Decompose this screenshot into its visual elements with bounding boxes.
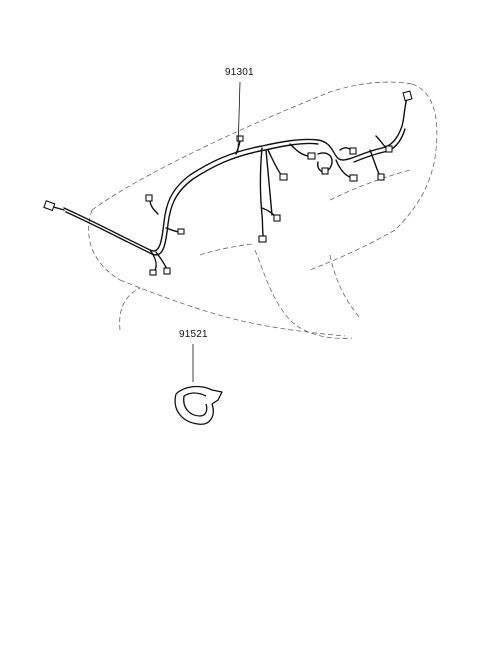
dashboard-top-edge — [91, 81, 413, 211]
harness-center-drop — [259, 147, 265, 241]
connector-loop — [321, 167, 329, 175]
connectors — [43, 90, 413, 276]
connector-right-c — [349, 174, 358, 182]
connector-right-d — [385, 145, 393, 153]
dashboard-outline — [88, 81, 438, 339]
connector-left-c — [177, 228, 185, 235]
harness-right-run — [351, 95, 409, 159]
connector-center-b — [273, 214, 281, 222]
connector-left-b — [163, 267, 171, 275]
callout-91521: 91521 — [179, 329, 208, 340]
harness-upper-branch — [289, 143, 311, 157]
harness-right-run-parallel — [353, 128, 406, 163]
connector-left-d — [145, 194, 153, 202]
console-outline — [254, 249, 353, 339]
band-clip — [174, 385, 223, 425]
harness-center-branch — [267, 149, 283, 177]
connector-right-end — [402, 90, 413, 102]
dashboard-left-edge — [88, 209, 121, 281]
harness-left-branch-d — [149, 199, 159, 215]
band-clip-outer — [174, 393, 214, 425]
leader-lines — [192, 81, 241, 382]
wiring-harness — [49, 95, 409, 273]
callout-91301: 91301 — [225, 67, 254, 78]
lower-panel-edge — [119, 287, 141, 331]
connector-right-a — [349, 147, 357, 155]
connector-center-a — [258, 235, 267, 243]
dashboard-lower-edge — [309, 229, 396, 271]
connector-right-b — [377, 173, 385, 181]
dashboard-front-edge — [119, 279, 346, 337]
connector-left-a — [149, 269, 157, 276]
band-clip-inner — [183, 395, 208, 417]
glovebox-outline — [329, 169, 411, 201]
console-side — [329, 254, 361, 319]
harness-trunk-parallel — [65, 142, 319, 256]
dashboard-right-edge — [394, 83, 438, 231]
connector-center-c — [279, 173, 288, 181]
harness-center-drop-b — [265, 149, 273, 216]
band-clip-top-inner — [183, 392, 207, 397]
connector-left-end — [43, 200, 56, 212]
inner-panel — [199, 243, 253, 256]
connector-upper — [307, 152, 316, 160]
leader-harness — [237, 81, 241, 153]
band-clip-top — [175, 385, 223, 405]
connector-mid — [236, 135, 244, 142]
harness-loop — [316, 152, 333, 173]
